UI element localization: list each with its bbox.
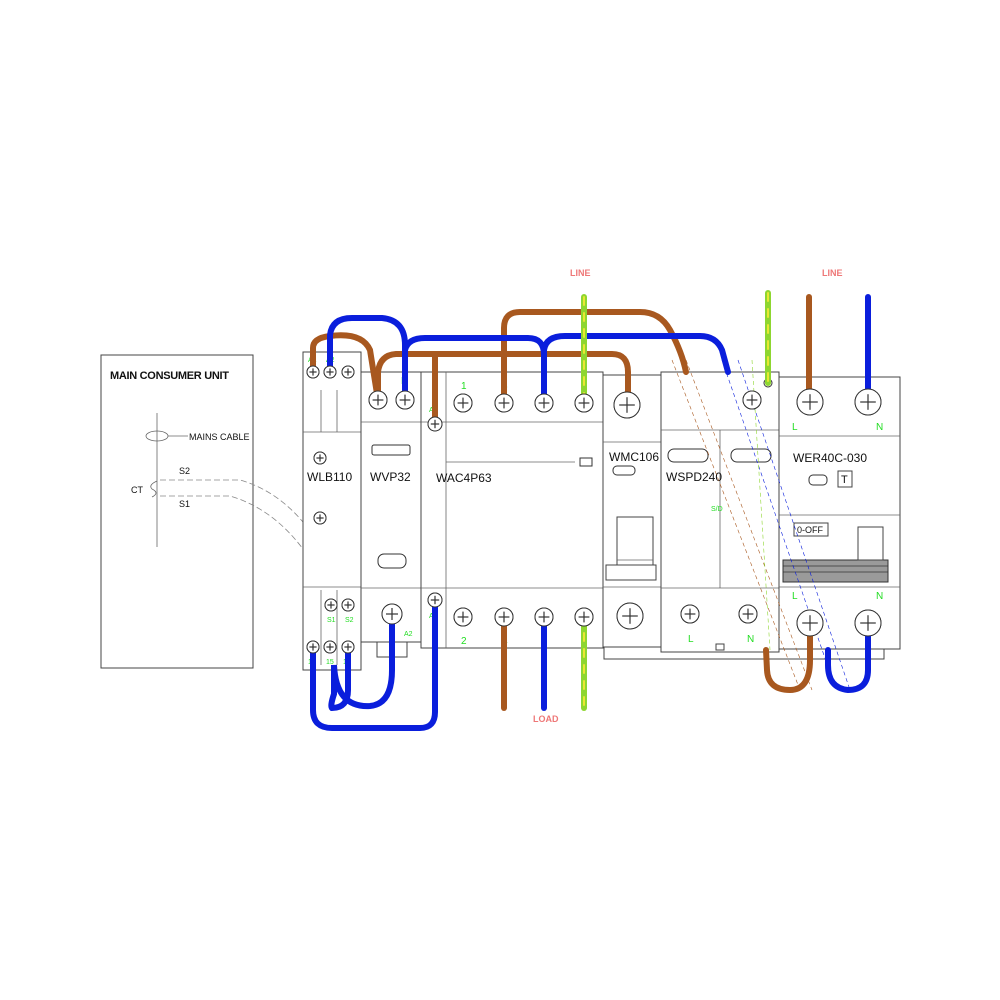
load-label: LOAD bbox=[533, 714, 559, 724]
wac-name: WAC4P63 bbox=[436, 471, 492, 485]
wspd-term-l: L bbox=[688, 634, 694, 645]
wire-blue-wac-to-wspd bbox=[541, 333, 731, 406]
wvp-window bbox=[371, 444, 411, 456]
ct-coil bbox=[150, 480, 158, 498]
wvp-term-a2: A2 bbox=[404, 631, 413, 638]
wer-term-bottom-l: L bbox=[792, 591, 798, 602]
wer-name: WER40C-030 bbox=[793, 451, 867, 465]
device-wvp32: L N WVP32 A2 bbox=[360, 371, 422, 658]
wire-blue-wlb-to-wvp bbox=[327, 315, 408, 403]
internal-traces bbox=[671, 359, 851, 691]
wer-term-top-l: L bbox=[792, 422, 798, 433]
wac-term-2: 2 bbox=[461, 636, 467, 647]
wer-test-label: T bbox=[841, 474, 848, 486]
wlb-term-s2: S2 bbox=[345, 617, 354, 624]
wspd-window-1 bbox=[667, 448, 709, 463]
mains-cable-label: MAINS CABLE bbox=[189, 432, 250, 442]
screw-crosses bbox=[306, 365, 882, 654]
wer-switch-state bbox=[793, 522, 829, 537]
wlb-name: WLB110 bbox=[307, 470, 352, 484]
device-wac4p63: A1 A2 1 3 5 6 WAC4P63 2 4 6 8 bbox=[420, 371, 604, 649]
wspd-term-n: N bbox=[747, 634, 754, 645]
wer-term-top-n: N bbox=[876, 422, 883, 433]
wmc-name: WMC106 bbox=[609, 450, 659, 464]
ct-label: CT bbox=[131, 485, 143, 495]
wlb-term-s1: S1 bbox=[327, 617, 336, 624]
wac-term-1: 1 bbox=[461, 381, 467, 392]
wspd-sd-label: S/D bbox=[711, 506, 723, 513]
device-wspd240: WSPD240 S/D L N bbox=[660, 371, 780, 653]
wvp-indicator bbox=[377, 553, 407, 569]
device-wlb110: A1 A2 WLB110 S1 S2 18 15 16 bbox=[302, 351, 362, 671]
ct-lead-s1 bbox=[160, 495, 333, 601]
s2-label: S2 bbox=[179, 466, 190, 476]
device-wmc106: WMC106 bbox=[602, 374, 662, 648]
wspd-clip bbox=[715, 643, 725, 651]
wer-indicator bbox=[808, 474, 828, 486]
line-label-right: LINE bbox=[822, 268, 843, 278]
device-wer40c: L N WER40C-030 T 0-OFF L N bbox=[778, 376, 901, 650]
wire-brown-line-in bbox=[501, 309, 689, 406]
wspd-name: WSPD240 bbox=[666, 470, 722, 484]
s1-label: S1 bbox=[179, 499, 190, 509]
wire-blue-rcbo-out bbox=[825, 620, 871, 694]
wer-switch-label: 0-OFF bbox=[797, 525, 824, 535]
consumer-unit-title: MAIN CONSUMER UNIT bbox=[110, 370, 229, 382]
main-consumer-unit: MAIN CONSUMER UNIT MAINS CABLE CT S2 S1 bbox=[100, 354, 346, 669]
wer-term-bottom-n: N bbox=[876, 591, 883, 602]
wac-indicator bbox=[579, 457, 593, 467]
wer-toggle-lever[interactable] bbox=[782, 559, 889, 583]
wspd-window-2 bbox=[730, 448, 772, 463]
wire-blue-wlb-to-wvp-a2 bbox=[328, 611, 395, 712]
wire-blue-wlb-to-a2 bbox=[310, 597, 438, 731]
wer-test-button[interactable] bbox=[837, 470, 853, 488]
wlb-term-15: 15 bbox=[326, 659, 334, 666]
wvp-name: WVP32 bbox=[370, 470, 411, 484]
line-label-left: LINE bbox=[570, 268, 591, 278]
wires bbox=[310, 290, 871, 731]
wire-brown-rcbo-out bbox=[763, 620, 813, 694]
wmc-toggle-base bbox=[605, 564, 657, 581]
wmc-indicator bbox=[612, 465, 636, 476]
